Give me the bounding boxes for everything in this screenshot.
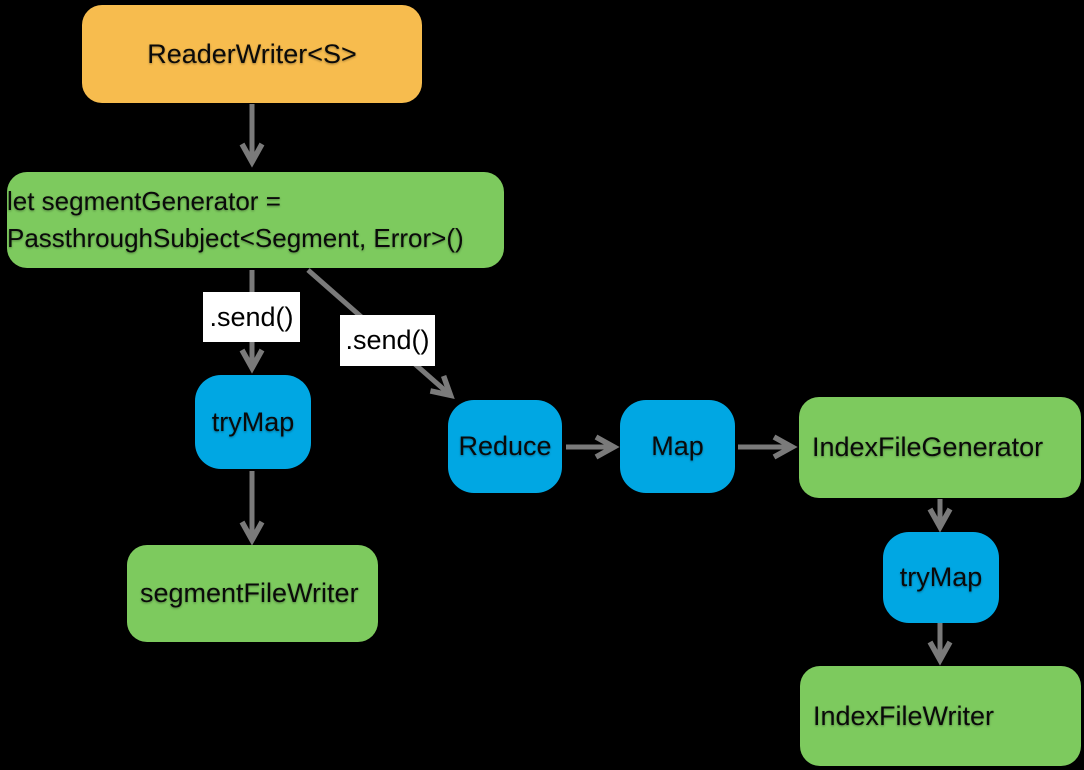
node-map: Map (620, 400, 735, 493)
edge-label-send-2-text: .send() (345, 325, 430, 355)
node-index-file-writer: IndexFileWriter (800, 666, 1081, 766)
edge-label-send-1-text: .send() (209, 301, 294, 332)
node-reduce-label: Reduce (458, 431, 552, 462)
edge-label-send-2: .send() (340, 315, 435, 366)
node-segment-generator: let segmentGenerator = PassthroughSubjec… (7, 172, 504, 268)
node-trymap-1: tryMap (195, 375, 311, 469)
edge-label-send-1: .send() (203, 292, 300, 342)
node-segment-file-writer: segmentFileWriter (127, 545, 378, 642)
node-segment-generator-line2: PassthroughSubject<Segment, Error>() (7, 223, 464, 253)
node-index-file-generator: IndexFileGenerator (799, 397, 1081, 498)
node-map-label: Map (651, 431, 704, 462)
node-trymap-1-label: tryMap (211, 406, 295, 437)
node-reduce: Reduce (448, 400, 562, 493)
node-index-file-writer-label: IndexFileWriter (813, 700, 995, 731)
node-trymap-2-label: tryMap (899, 562, 983, 593)
node-reader-writer: ReaderWriter<S> (82, 5, 422, 103)
node-reader-writer-label: ReaderWriter<S> (147, 38, 357, 69)
node-trymap-2: tryMap (883, 532, 999, 623)
node-index-file-generator-label: IndexFileGenerator (812, 432, 1044, 463)
node-segment-file-writer-label: segmentFileWriter (140, 578, 359, 609)
node-segment-generator-line1: let segmentGenerator = (7, 186, 281, 217)
